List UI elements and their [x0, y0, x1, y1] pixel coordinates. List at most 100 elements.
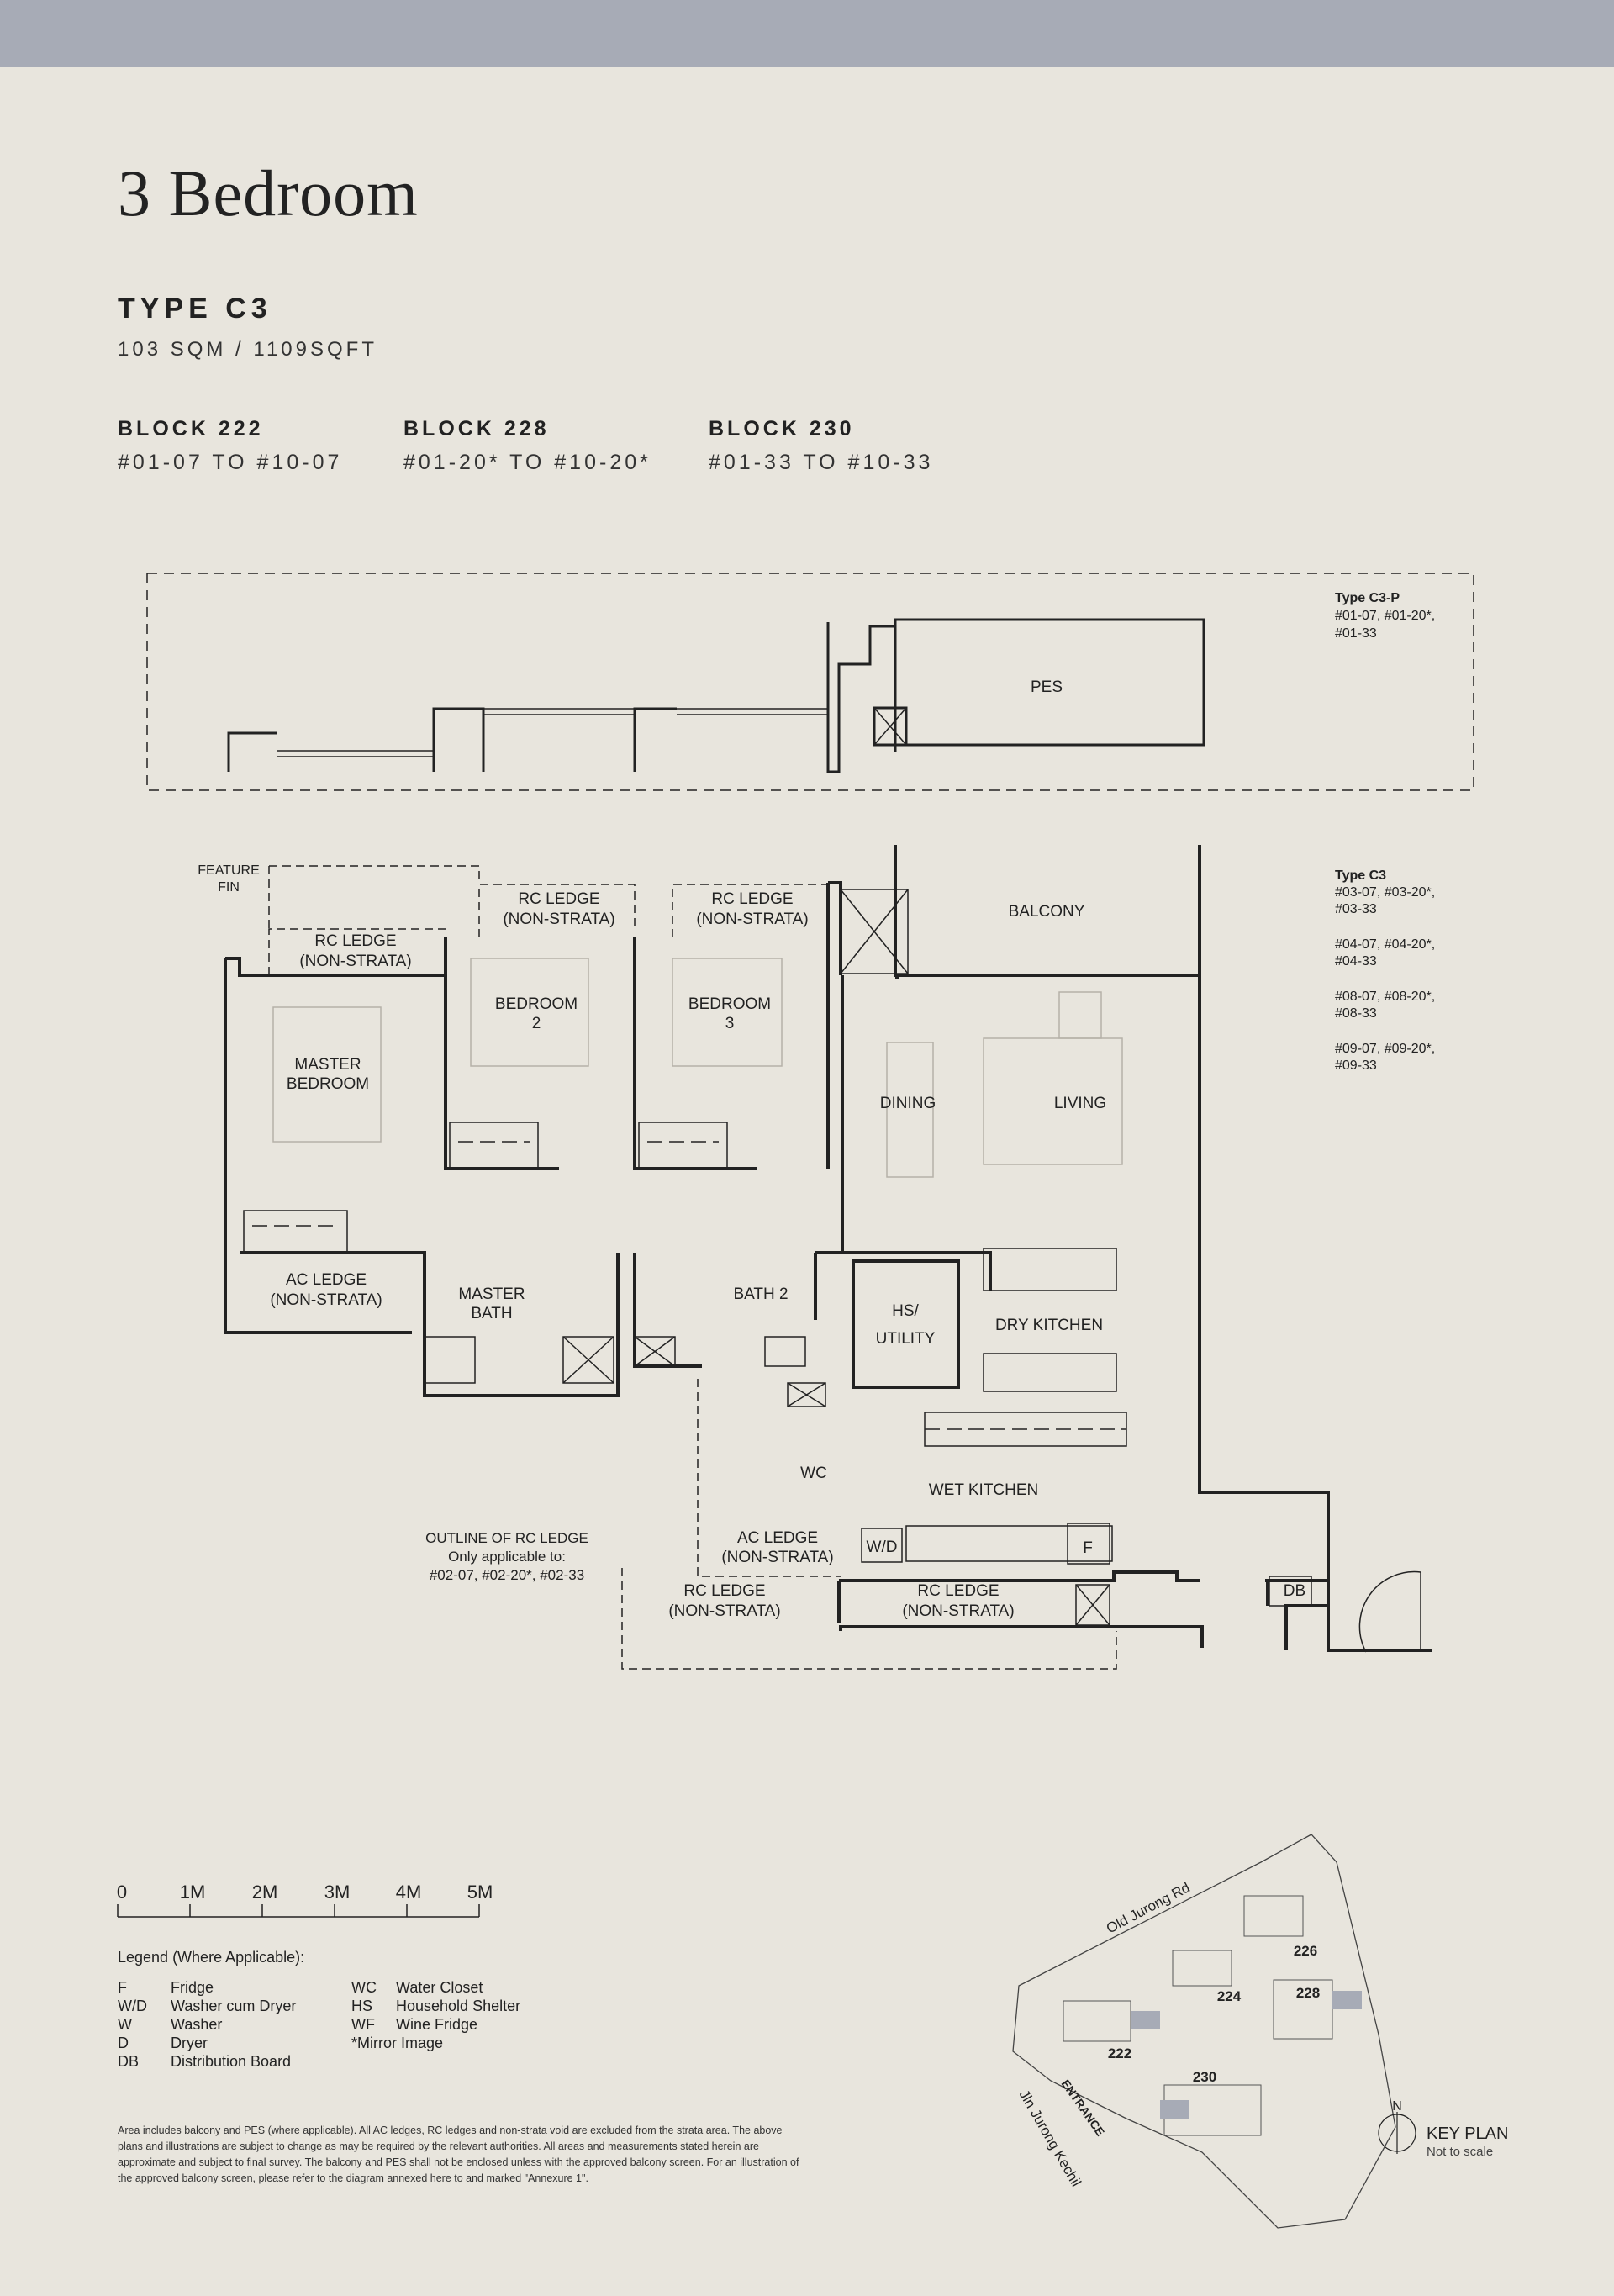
top-banner: [0, 0, 1614, 67]
road-old-jurong: Old Jurong Rd: [1104, 1879, 1193, 1936]
bedroom-2-num: 2: [532, 1015, 541, 1032]
bedroom-3-label: BEDROOM: [688, 995, 771, 1013]
outline-note-1: OUTLINE OF RC LEDGE: [425, 1530, 588, 1546]
rc-ledge-2-sub: (NON-STRATA): [503, 910, 614, 928]
outline-note-3: #02-07, #02-20*, #02-33: [430, 1567, 584, 1583]
key-block-226: 226: [1294, 1943, 1317, 1959]
legend-code: HS: [351, 1998, 373, 2014]
legend-col1-descs: Fridge Washer cum Dryer Washer Dryer Dis…: [171, 1978, 296, 2071]
legend-code: WF: [351, 2016, 375, 2033]
legend-col1-codes: F W/D W D DB: [118, 1978, 147, 2071]
pes-outline: [227, 618, 1205, 773]
scale-label-1: 1M: [180, 1882, 206, 1903]
rc-ledge-1-sub: (NON-STRATA): [299, 953, 411, 970]
key-highlight-230: [1160, 2100, 1189, 2119]
legend-code: D: [118, 2035, 129, 2051]
legend-desc: Wine Fridge: [396, 2016, 478, 2033]
rc-ledge-3-label: RC LEDGE: [711, 890, 793, 908]
type-c3-units-0: #03-07, #03-20*,: [1335, 885, 1435, 900]
ac-ledge-2-label: AC LEDGE: [737, 1529, 818, 1547]
master-bath-label-2: BATH: [471, 1305, 512, 1322]
legend-desc: Fridge: [171, 1979, 214, 1996]
c3p-frame: [146, 573, 1474, 791]
block-228-range: #01-20* TO #10-20*: [404, 451, 651, 474]
feature-fin-label-1: FEATURE: [198, 863, 259, 878]
legend-mirror-note: *Mirror Image: [351, 2035, 444, 2051]
block-228-label: BLOCK 228: [404, 417, 550, 441]
legend-col2-descs: Water Closet Household Shelter Wine Frid…: [396, 1978, 520, 2034]
key-plan-subtitle: Not to scale: [1427, 2145, 1493, 2159]
key-plan-title: KEY PLAN: [1427, 2124, 1508, 2143]
db-label: DB: [1284, 1582, 1305, 1600]
type-c3-units-4: #08-07, #08-20*,: [1335, 990, 1435, 1004]
hs-label-1: HS/: [892, 1302, 919, 1320]
master-bedroom-label-1: MASTER: [294, 1056, 361, 1074]
type-c3-units-2: #04-07, #04-20*,: [1335, 937, 1435, 952]
master-bedroom-label-2: BEDROOM: [287, 1075, 369, 1093]
wc-label: WC: [800, 1465, 827, 1482]
key-block-228: 228: [1296, 1985, 1320, 2001]
block-230-range: #01-33 TO #10-33: [709, 451, 934, 474]
type-c3-units-1: #03-33: [1335, 902, 1377, 916]
scale-label-0: 0: [117, 1882, 127, 1903]
north-arrow: N: [1378, 2099, 1416, 2154]
legend-desc: Water Closet: [396, 1979, 483, 1996]
bedroom-2-label: BEDROOM: [495, 995, 578, 1013]
type-c3p-label: Type C3-P: [1335, 591, 1400, 605]
scale-label-2: 2M: [252, 1882, 278, 1903]
type-c3-units-5: #08-33: [1335, 1006, 1377, 1021]
block-222-range: #01-07 TO #10-07: [118, 451, 343, 474]
unit-area: 103 SQM / 1109SQFT: [118, 338, 377, 361]
hs-label-2: UTILITY: [876, 1330, 936, 1348]
dining-label: DINING: [880, 1095, 936, 1112]
type-c3p-units-1: #01-07, #01-20*,: [1335, 609, 1435, 623]
pes-label: PES: [1031, 678, 1063, 696]
north-label: N: [1392, 2099, 1402, 2114]
legend-code: W/D: [118, 1998, 147, 2014]
scale-bar: 0 1M 2M 3M 4M 5M: [117, 1882, 493, 1918]
living-label: LIVING: [1054, 1095, 1106, 1112]
bedroom-3-num: 3: [725, 1015, 735, 1032]
type-c3-units-3: #04-33: [1335, 954, 1377, 969]
legend-title: Legend (Where Applicable):: [118, 1949, 305, 1966]
balcony-label: BALCONY: [1009, 903, 1085, 921]
legend-desc: Dryer: [171, 2035, 208, 2051]
legend-desc: Washer cum Dryer: [171, 1998, 297, 2014]
rc-ledge-3-sub: (NON-STRATA): [696, 910, 808, 928]
key-highlight-222: [1131, 2011, 1160, 2029]
key-highlight-228: [1332, 1991, 1362, 2009]
ac-ledge-2-sub: (NON-STRATA): [721, 1549, 833, 1566]
type-c3-units-6: #09-07, #09-20*,: [1335, 1042, 1435, 1056]
rc-ledge-4-sub: (NON-STRATA): [668, 1602, 780, 1620]
fridge-label: F: [1083, 1539, 1093, 1557]
bath-2-label: BATH 2: [733, 1285, 788, 1303]
block-222-label: BLOCK 222: [118, 417, 264, 441]
master-bath-label-1: MASTER: [458, 1285, 525, 1303]
rc-ledge-4-label: RC LEDGE: [683, 1582, 765, 1600]
scale-label-4: 4M: [396, 1882, 422, 1903]
key-block-222: 222: [1108, 2045, 1131, 2061]
rc-ledge-2-label: RC LEDGE: [518, 890, 599, 908]
legend-desc: Distribution Board: [171, 2053, 292, 2070]
rc-ledge-1-label: RC LEDGE: [314, 932, 396, 950]
scale-label-5: 5M: [467, 1882, 493, 1903]
ac-ledge-1-sub: (NON-STRATA): [270, 1291, 382, 1309]
rc-ledge-5-label: RC LEDGE: [917, 1582, 999, 1600]
rc-ledge-5-sub: (NON-STRATA): [902, 1602, 1014, 1620]
type-c3p-units-2: #01-33: [1335, 626, 1377, 641]
key-plan: 222 224 226 228 230 Old Jurong Rd Jln Ju…: [1012, 1834, 1508, 2229]
legend-code: W: [118, 2016, 132, 2033]
key-block-230: 230: [1193, 2069, 1216, 2085]
entrance-label: ENTRANCE: [1059, 2077, 1108, 2139]
dry-kitchen-label: DRY KITCHEN: [995, 1317, 1103, 1334]
legend-code: WC: [351, 1979, 377, 1996]
wet-kitchen-label: WET KITCHEN: [929, 1481, 1039, 1499]
legend-desc: Washer: [171, 2016, 223, 2033]
type-c3-label: Type C3: [1335, 868, 1386, 883]
block-230-label: BLOCK 230: [709, 417, 855, 441]
scale-label-3: 3M: [324, 1882, 351, 1903]
page-title: 3 Bedroom: [118, 156, 419, 230]
feature-fin-label-2: FIN: [218, 880, 240, 895]
key-block-224: 224: [1217, 1988, 1242, 2004]
